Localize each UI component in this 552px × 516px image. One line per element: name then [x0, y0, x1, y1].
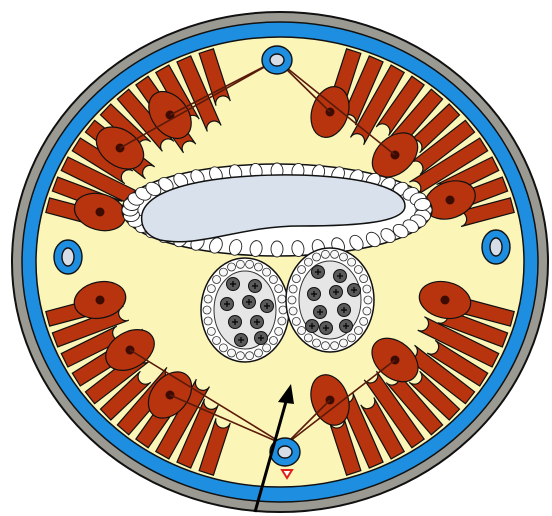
left-gonad-epithelial-cell: [213, 275, 221, 283]
left-gonad-epithelial-cell: [213, 337, 221, 345]
left-gonad-epithelial-cell: [263, 268, 271, 276]
right-gonad-epithelial-cell: [292, 275, 300, 283]
right-gonad-epithelial-cell: [313, 339, 321, 347]
right-gonad-epithelial-cell: [304, 258, 312, 266]
right-gonad-epithelial-cell: [331, 250, 339, 258]
left-lateral-canal: [62, 248, 74, 266]
right-gonad-epithelial-cell: [331, 342, 339, 350]
left-gonad-epithelial-cell: [278, 295, 286, 303]
muscle-nucleus: [96, 296, 105, 305]
right-gonad-epithelial-cell: [364, 296, 372, 304]
right-gonad-epithelial-cell: [321, 342, 329, 350]
left-gonad-epithelial-cell: [204, 317, 212, 325]
muscle-nucleus: [96, 208, 105, 217]
muscle-nucleus: [446, 196, 455, 205]
right-gonad-epithelial-cell: [289, 307, 297, 315]
right-gonad-epithelial-cell: [298, 265, 306, 273]
right-gonad-epithelial-cell: [360, 275, 368, 283]
right-gonad-epithelial-cell: [313, 253, 321, 261]
right-gonad-epithelial-cell: [289, 285, 297, 293]
right-gonad-epithelial-cell: [292, 317, 300, 325]
left-gonad-epithelial-cell: [263, 344, 271, 352]
body-wall: [12, 12, 548, 512]
left-gonad-epithelial-cell: [207, 327, 215, 335]
left-gonad-epithelial-cell: [278, 317, 286, 325]
left-gonad-epithelial-cell: [246, 352, 254, 360]
right-lateral-canal: [490, 238, 502, 256]
left-gonad-epithelial-cell: [207, 285, 215, 293]
intestine: [122, 163, 432, 258]
left-gonad-epithelial-cell: [236, 352, 244, 360]
left-gonad-epithelial-cell: [275, 327, 283, 335]
right-gonad-epithelial-cell: [354, 265, 362, 273]
right-gonad-epithelial-cell: [339, 339, 347, 347]
right-gonad-epithelial-cell: [348, 258, 356, 266]
right-gonad-epithelial-cell: [339, 253, 347, 261]
left-gonad-epithelial-cell: [219, 344, 227, 352]
dorsal-canal: [270, 54, 284, 66]
ventral-canal: [278, 446, 292, 458]
right-gonad-epithelial-cell: [321, 250, 329, 258]
left-gonad-epithelial-cell: [236, 260, 244, 268]
left-gonad-epithelial-cell: [228, 263, 236, 271]
right-gonad-epithelial-cell: [288, 296, 296, 304]
right-gonad-epithelial-cell: [304, 334, 312, 342]
right-gonad-epithelial-cell: [298, 327, 306, 335]
left-gonad-epithelial-cell: [228, 349, 236, 357]
left-gonad-epithelial-cell: [254, 263, 262, 271]
left-gonad-epithelial-cell: [246, 260, 254, 268]
muscle-nucleus: [441, 296, 450, 305]
right-gonad-epithelial-cell: [360, 317, 368, 325]
left-gonad-epithelial-cell: [275, 285, 283, 293]
left-gonad-epithelial-cell: [203, 306, 211, 314]
intestine-cell: [271, 241, 283, 257]
left-gonad-epithelial-cell: [269, 275, 277, 283]
left-gonad-epithelial-cell: [219, 268, 227, 276]
right-gonad-epithelial-cell: [363, 307, 371, 315]
right-gonad-epithelial-cell: [354, 327, 362, 335]
right-gonad-epithelial-cell: [348, 334, 356, 342]
right-gonad-epithelial-cell: [363, 285, 371, 293]
left-gonad-epithelial-cell: [254, 349, 262, 357]
left-gonad-epithelial-cell: [269, 337, 277, 345]
left-gonad-epithelial-cell: [204, 295, 212, 303]
